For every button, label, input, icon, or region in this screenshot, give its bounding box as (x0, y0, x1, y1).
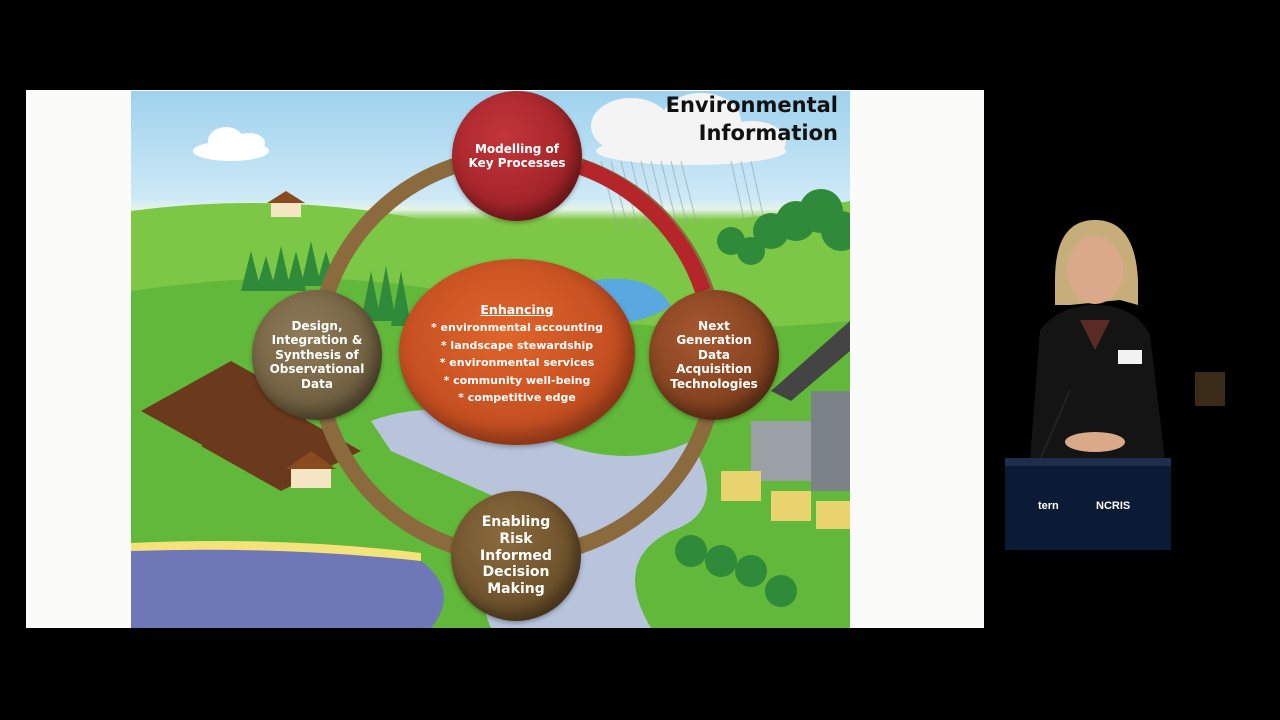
title-line-1: Environmental (665, 93, 838, 117)
tern-logo-text: tern (1038, 500, 1059, 512)
center-item: * landscape stewardship (440, 338, 594, 352)
slide-title: Environmental Information (666, 91, 838, 147)
node-design-label: Design, Integration & Synthesis of Obser… (269, 319, 365, 391)
tern-logo: tern (1038, 500, 1059, 512)
city (721, 321, 850, 529)
node-modelling: Modelling of Key Processes (452, 91, 582, 221)
center-item: * environmental services (439, 356, 595, 369)
title-line-2: Information (698, 121, 838, 145)
slide: Environmental Information Modelling of K… (131, 91, 850, 628)
cloud-left (193, 127, 269, 161)
speaker-illustration (1005, 220, 1225, 550)
node-next-generation-label: Next Generation Data Acquisition Technol… (670, 319, 758, 391)
center-heading: Enhancing (480, 302, 554, 317)
cloud-right (591, 93, 786, 165)
center-item: * environmental accounting (430, 321, 604, 334)
node-risk-label: Enabling Risk Informed Decision Making (480, 514, 552, 598)
farmhouse (267, 191, 336, 488)
ncris-logo-text: NCRIS (1096, 500, 1131, 512)
node-design: Design, Integration & Synthesis of Obser… (252, 290, 382, 420)
forest-left (241, 241, 411, 326)
center-item: * competitive edge (458, 391, 576, 404)
node-modelling-label: Modelling of Key Processes (468, 141, 566, 170)
node-next-generation: Next Generation Data Acquisition Technol… (649, 290, 779, 420)
ring-arc-red (578, 159, 711, 294)
center-enhancing: Enhancing * environmental accounting * l… (399, 259, 635, 445)
speaker-at-podium: tern NCRIS (1000, 210, 1230, 550)
node-risk: Enabling Risk Informed Decision Making (451, 491, 581, 621)
ncris-logo: NCRIS (1096, 500, 1130, 512)
center-item: * community well-being (443, 373, 591, 387)
center-list: * environmental accounting * landscape s… (399, 319, 635, 407)
